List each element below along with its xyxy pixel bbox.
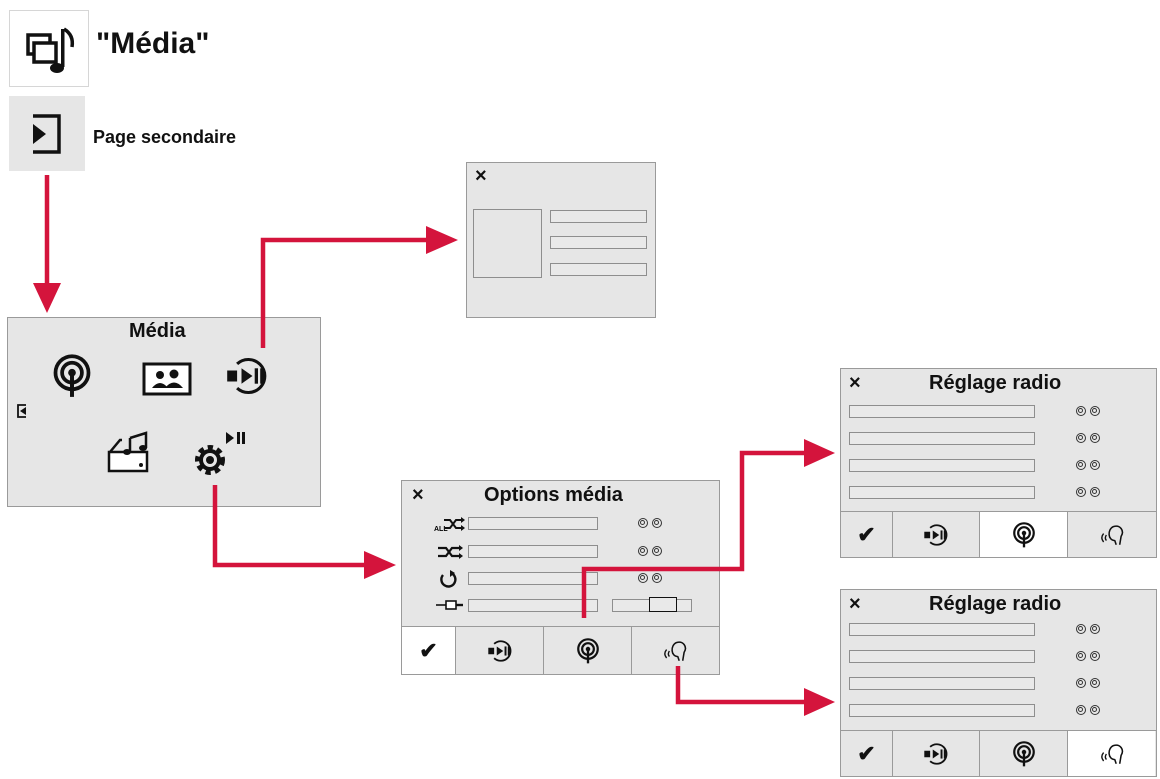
now-playing-panel: ×: [466, 162, 656, 318]
svg-text:ALL: ALL: [434, 526, 448, 533]
radio-field[interactable]: [849, 459, 1035, 472]
album-field: [550, 263, 647, 276]
radio-field[interactable]: [849, 623, 1035, 636]
radio-pair[interactable]: [638, 518, 662, 528]
radio-field[interactable]: [849, 677, 1035, 690]
check-icon: ✔: [857, 740, 876, 766]
close-icon[interactable]: ×: [849, 593, 861, 615]
page-title: "Média": [96, 27, 210, 60]
options-panel-title: Options média: [484, 484, 623, 506]
voice-tab[interactable]: [1068, 731, 1155, 776]
radio-pair[interactable]: [1076, 460, 1100, 470]
radio-field[interactable]: [849, 486, 1035, 499]
artist-field: [550, 236, 647, 249]
radio-pair[interactable]: [1076, 433, 1100, 443]
confirm-button[interactable]: ✔: [841, 731, 893, 776]
arrowhead: [804, 688, 835, 716]
radio-field[interactable]: [849, 650, 1035, 663]
photos-icon[interactable]: [142, 362, 192, 396]
radio-field[interactable]: [849, 405, 1035, 418]
check-icon: ✔: [857, 521, 876, 547]
radio-tab[interactable]: [980, 731, 1068, 776]
enter-page-icon: [33, 114, 61, 154]
arrowhead: [364, 551, 396, 579]
close-icon[interactable]: ×: [849, 372, 861, 394]
bottom-bar: ✔: [402, 626, 719, 674]
media-panel-title: Média: [129, 320, 186, 342]
music-drive-icon[interactable]: [106, 430, 152, 474]
confirm-button[interactable]: ✔: [841, 512, 893, 557]
option-field[interactable]: [468, 545, 598, 558]
option-field[interactable]: [468, 517, 598, 530]
check-icon: ✔: [419, 637, 438, 663]
radio-pair[interactable]: [1076, 678, 1100, 688]
radio-pair[interactable]: [1076, 406, 1100, 416]
repeat-icon: [440, 570, 457, 588]
track-field: [550, 210, 647, 223]
level-slider-handle[interactable]: [649, 597, 677, 612]
radio-panel-title: Réglage radio: [929, 593, 1062, 615]
shuffle-icon: [438, 545, 463, 559]
arrowhead: [804, 439, 835, 467]
radio-settings-panel-bottom: × Réglage radio ✔: [840, 589, 1157, 777]
media-player-tab[interactable]: [893, 731, 980, 776]
back-icon[interactable]: [15, 403, 31, 419]
flow-arrow-to-options: [212, 485, 366, 568]
flow-arrow-to-radio-top: [581, 450, 806, 618]
radio-field[interactable]: [849, 432, 1035, 445]
settings-playback-icon[interactable]: [192, 430, 254, 478]
close-icon[interactable]: ×: [475, 165, 487, 187]
media-player-tab[interactable]: [456, 627, 544, 674]
radio-pair[interactable]: [1076, 487, 1100, 497]
radio-pair[interactable]: [1076, 651, 1100, 661]
radio-panel-title: Réglage radio: [929, 372, 1062, 394]
arrowhead: [426, 226, 458, 254]
confirm-button[interactable]: ✔: [402, 627, 456, 674]
level-slider-track[interactable]: [612, 597, 692, 612]
album-art-placeholder: [473, 209, 542, 278]
radio-pair[interactable]: [1076, 705, 1100, 715]
media-panel: Média: [7, 317, 321, 507]
option-field[interactable]: [468, 599, 598, 612]
page-subtitle: Page secondaire: [93, 127, 237, 147]
options-media-panel: × Options média ALL ✔: [401, 480, 720, 675]
radio-field[interactable]: [849, 704, 1035, 717]
shuffle-all-icon: ALL: [434, 517, 465, 533]
media-source-icon: [26, 27, 75, 73]
radio-tab[interactable]: [980, 512, 1068, 557]
radio-settings-panel-top: × Réglage radio ✔: [840, 368, 1157, 558]
option-field[interactable]: [468, 572, 598, 585]
radio-pair[interactable]: [638, 573, 662, 583]
media-player-tab[interactable]: [893, 512, 980, 557]
radio-pair[interactable]: [638, 546, 662, 556]
bottom-bar: ✔: [841, 730, 1156, 776]
secondary-page-icon-box[interactable]: [9, 96, 85, 171]
radio-tab[interactable]: [544, 627, 632, 674]
media-source-icon-box[interactable]: [9, 10, 89, 87]
close-icon[interactable]: ×: [412, 484, 424, 506]
radio-pair[interactable]: [1076, 624, 1100, 634]
arrowhead: [33, 283, 61, 313]
aux-jack-icon: [436, 600, 463, 610]
flow-arrow-to-now-playing: [260, 237, 428, 348]
flow-arrow-to-radio-bottom: [675, 666, 806, 705]
bottom-bar: ✔: [841, 511, 1156, 557]
